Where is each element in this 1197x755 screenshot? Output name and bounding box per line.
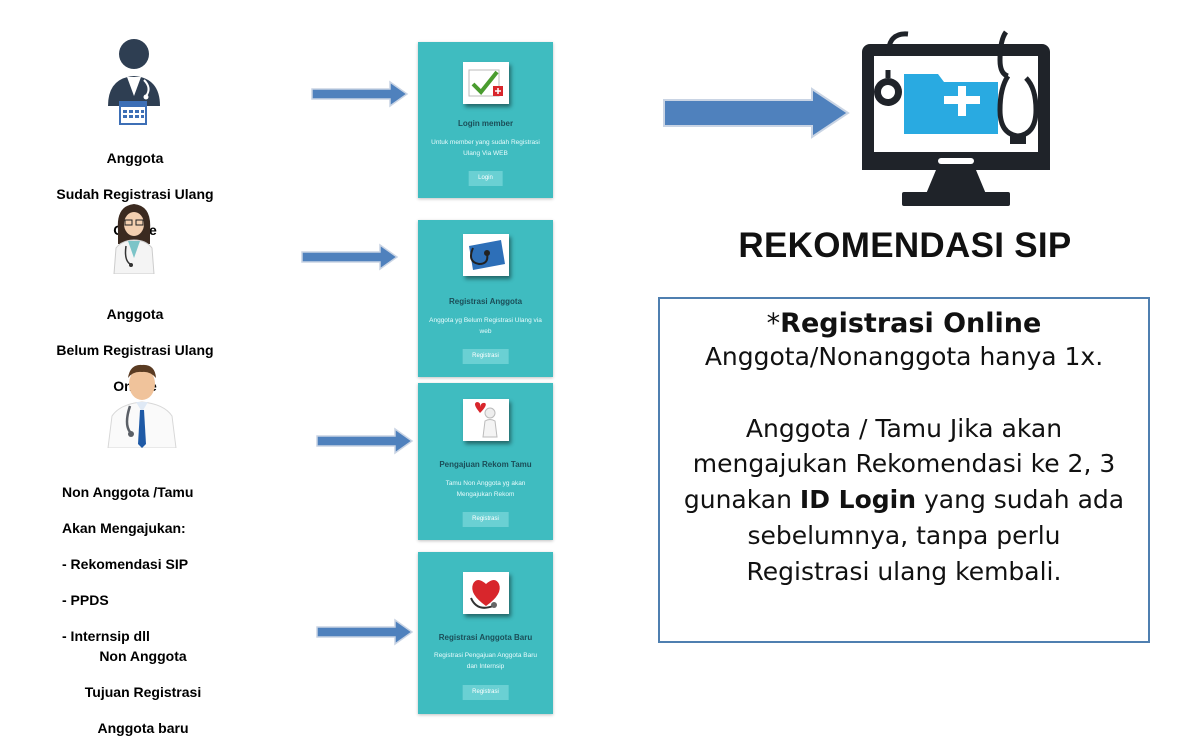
female-doctor-icon	[113, 204, 155, 274]
big-arrow	[663, 87, 850, 139]
info-heading: *Registrasi Online	[766, 308, 1042, 339]
info-line: mengajukan Rekomendasi ke 2, 3	[692, 449, 1116, 478]
doctor-calendar-icon	[108, 39, 160, 125]
monitor-medical-icon	[862, 30, 1050, 206]
info-box: *Registrasi Online Anggota/Nonanggota ha…	[658, 297, 1150, 643]
person-label-4: Non Anggota Tujuan Registrasi Anggota ba…	[84, 648, 202, 736]
info-line: gunakan ID Login yang sudah ada	[683, 485, 1125, 514]
card-title: Registrasi Anggota Baru	[438, 633, 533, 642]
info-line: Registrasi ulang kembali.	[746, 557, 1062, 586]
registrasi-button[interactable]: Registrasi	[462, 512, 509, 527]
card-pengajuan-rekom-tamu: Pengajuan Rekom Tamu Tamu Non Anggota yg…	[418, 383, 553, 540]
medical-folder-icon	[462, 234, 509, 276]
info-line: sebelumnya, tanpa perlu	[747, 521, 1061, 550]
card-title: Login member	[457, 119, 514, 128]
person-label-3: Non Anggota /Tamu Akan Mengajukan: - Rek…	[62, 484, 194, 644]
arrow-4	[316, 618, 414, 646]
card-title: Pengajuan Rekom Tamu	[439, 460, 532, 469]
card-title: Registrasi Anggota	[448, 297, 523, 306]
arrow-3	[316, 427, 414, 455]
arrow-1	[311, 80, 409, 108]
card-desc: Tamu Non Anggota yg akan Mengajukan Reko…	[445, 480, 526, 498]
card-login-member: Login member Untuk member yang sudah Reg…	[418, 42, 553, 198]
registrasi-button[interactable]: Registrasi	[462, 349, 509, 364]
page-title: REKOMENDASI SIP	[738, 226, 1072, 265]
card-registrasi-anggota: Registrasi Anggota Anggota yg Belum Regi…	[418, 220, 553, 377]
arrow-2	[301, 243, 399, 271]
info-line: Anggota/Nonanggota hanya 1x.	[704, 342, 1104, 371]
doctor-heart-icon	[462, 399, 509, 441]
card-desc: Untuk member yang sudah Registrasi Ulang…	[431, 139, 540, 157]
card-desc: Registrasi Pengajuan Anggota Baru dan In…	[434, 652, 537, 670]
heart-stethoscope-icon	[462, 572, 509, 614]
card-desc: Anggota yg Belum Registrasi Ulang via we…	[429, 317, 542, 335]
info-line: Anggota / Tamu Jika akan	[745, 414, 1063, 443]
male-doctor-icon	[107, 364, 177, 448]
registrasi-button[interactable]: Registrasi	[462, 685, 509, 700]
card-registrasi-anggota-baru: Registrasi Anggota Baru Registrasi Penga…	[418, 552, 553, 714]
checklist-icon	[462, 62, 509, 104]
login-button[interactable]: Login	[468, 171, 503, 186]
